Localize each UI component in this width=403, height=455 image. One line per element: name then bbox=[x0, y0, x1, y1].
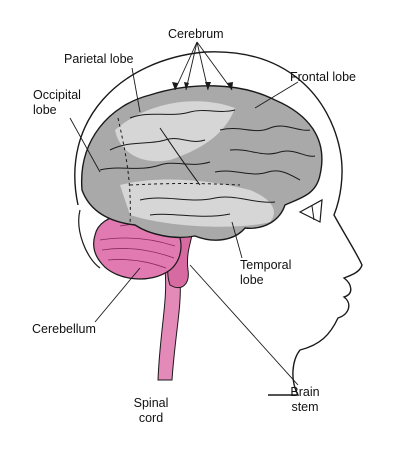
occipital-lobe-label: Occipital lobe bbox=[33, 88, 81, 118]
temporal-lobe-label: Temporal lobe bbox=[240, 258, 291, 288]
brain-stem-label-line1: Brain bbox=[290, 385, 320, 399]
spinal-cord-label-line2: cord bbox=[138, 411, 164, 425]
cerebellum-label: Cerebellum bbox=[32, 322, 96, 336]
frontal-lobe-label: Frontal lobe bbox=[290, 70, 357, 84]
temporal-lobe-label-line1: Temporal bbox=[240, 258, 292, 272]
spinal-cord-label: Spinal cord bbox=[126, 396, 176, 426]
brain-stem-label: Brain stem bbox=[282, 385, 328, 415]
occipital-lobe-label-line1: Occipital bbox=[33, 88, 81, 102]
ear-outline bbox=[78, 209, 101, 269]
cerebrum-label: Cerebrum bbox=[168, 27, 224, 41]
eye-outline bbox=[298, 198, 323, 223]
parietal-lobe-label: Parietal lobe bbox=[64, 52, 134, 66]
spinal-cord-label-line1: Spinal bbox=[133, 396, 169, 410]
temporal-lobe-label-line2: lobe bbox=[240, 273, 264, 287]
spinal-cord-shape bbox=[157, 268, 181, 381]
occipital-lobe-label-line2: lobe bbox=[33, 103, 57, 117]
brain-stem-label-line2: stem bbox=[291, 400, 319, 414]
